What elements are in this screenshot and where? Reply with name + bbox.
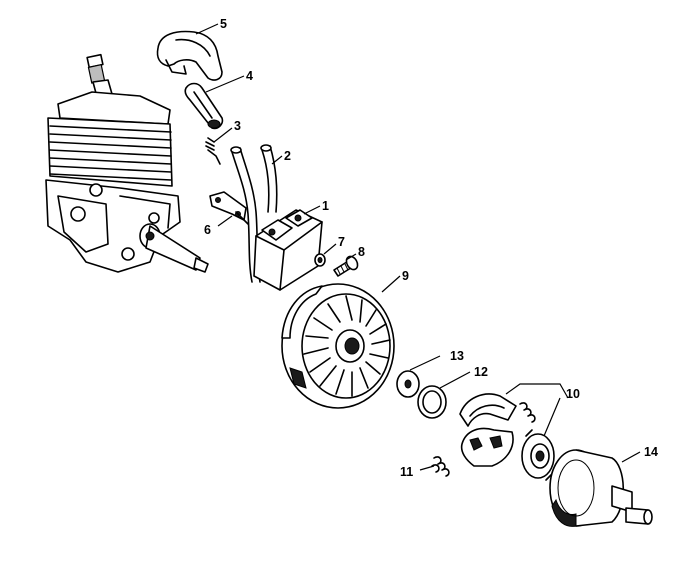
leader-1 [303,205,321,215]
part-12-ring [417,385,447,419]
label-5: 5 [220,17,227,31]
label-10: 10 [566,387,580,401]
leader-2 [271,155,283,165]
part-14-clutch-drum [549,449,653,527]
leader-lines [195,23,641,471]
part-13-washer [396,370,420,398]
part-2-ignition-lead [230,144,278,283]
label-12: 12 [474,365,488,379]
part-3-spring [205,137,221,165]
label-13: 13 [450,349,464,363]
label-3: 3 [234,119,241,133]
label-1: 1 [322,199,329,213]
label-8: 8 [358,245,365,259]
leader-10 [505,383,569,437]
leader-11 [419,465,435,471]
part-11-spring [431,456,450,477]
part-9-flywheel [281,283,395,409]
leader-4 [205,75,245,93]
label-11: 11 [400,465,413,479]
part-7-washer [314,253,326,267]
label-14: 14 [644,445,658,459]
leader-3 [213,127,233,143]
leader-8 [345,253,357,261]
leader-5 [195,23,219,35]
leader-12 [439,371,471,389]
part-8-screw [333,255,359,277]
part-5-cover [156,30,223,81]
part-10-spring [519,402,536,423]
part-labels: 5 4 3 2 1 6 7 8 9 13 12 10 11 14 [204,17,658,479]
label-2: 2 [284,149,291,163]
label-6: 6 [204,223,211,237]
leader-7 [323,243,337,255]
part-4-boot [184,82,224,130]
leader-13 [409,355,441,371]
part-6-bracket [209,191,249,225]
leader-6 [217,215,233,227]
label-7: 7 [338,235,345,249]
leader-9 [381,275,401,293]
label-4: 4 [246,69,253,83]
label-9: 9 [402,269,409,283]
engine-cylinder-assembly [45,53,209,273]
part-1-ignition-module [253,209,323,291]
part-10-clutch-shoes [459,393,555,481]
leader-14 [621,451,641,463]
